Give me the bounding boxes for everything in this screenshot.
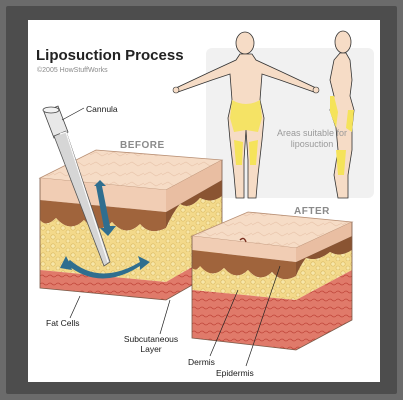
- diagram-title: Liposuction Process: [36, 47, 184, 64]
- dermis-label: Dermis: [188, 357, 215, 367]
- epidermis-label: Epidermis: [216, 368, 254, 378]
- subcutaneous-layer-label: Subcutaneous Layer: [122, 334, 180, 354]
- areas-suitable-label: Areas suitable for liposuction: [272, 128, 352, 150]
- fat-cells-label: Fat Cells: [46, 318, 80, 328]
- after-skin-block: [192, 212, 352, 350]
- cannula-label: Cannula: [86, 104, 118, 114]
- after-label: AFTER: [294, 206, 330, 217]
- copyright-text: ©2005 HowStuffWorks: [37, 67, 108, 74]
- before-label: BEFORE: [120, 140, 165, 151]
